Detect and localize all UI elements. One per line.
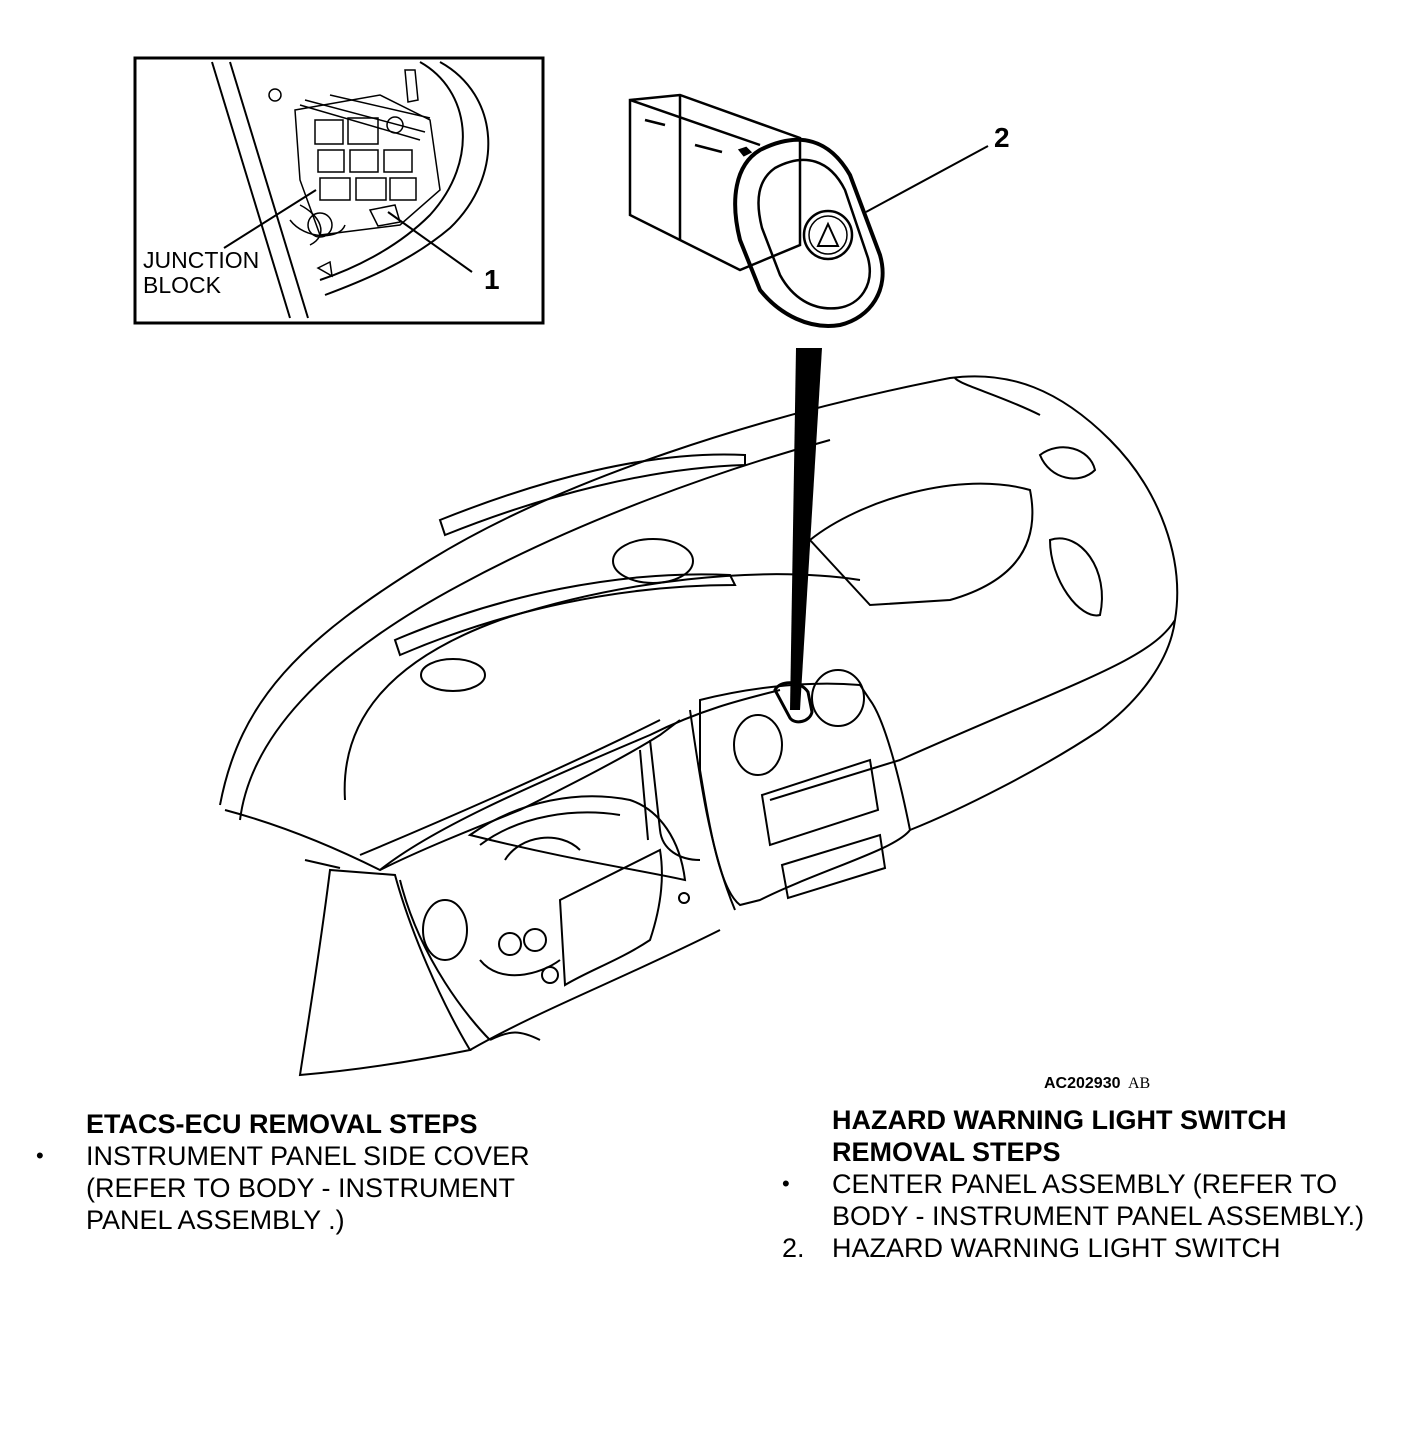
step-item: • INSTRUMENT PANEL SIDE COVER (REFER TO … <box>36 1140 606 1236</box>
hazard-switch-illustration <box>628 93 989 328</box>
step-item: • CENTER PANEL ASSEMBLY (REFER TO BODY -… <box>782 1168 1402 1232</box>
climate-panel <box>780 833 887 900</box>
step-number: 2. <box>782 1233 805 1263</box>
audio-panel <box>760 758 880 847</box>
left-vent <box>422 899 468 961</box>
junction-block <box>268 69 441 278</box>
step-line: BODY - INSTRUMENT PANEL ASSEMBLY.) <box>832 1201 1365 1231</box>
inset-frame <box>133 56 545 325</box>
hazard-switch-location <box>773 681 814 724</box>
dash-vent <box>1038 446 1097 480</box>
passenger-airbag-panel <box>808 482 1034 607</box>
location-pointer <box>790 348 822 710</box>
figure-code: AC202930 AB <box>1044 1075 1150 1092</box>
step-line: PANEL ASSEMBLY .) <box>86 1205 345 1235</box>
step-line: CENTER PANEL ASSEMBLY (REFER TO <box>832 1169 1338 1199</box>
inset-pillar-line <box>211 61 291 319</box>
step-line: INSTRUMENT PANEL SIDE COVER <box>86 1141 530 1171</box>
defroster-vent <box>393 573 737 657</box>
instrument-cluster <box>467 795 687 882</box>
center-stack <box>699 682 912 907</box>
junction-block-leader <box>223 189 317 249</box>
etacs-ecu-steps-title: ETACS-ECU REMOVAL STEPS <box>86 1109 478 1139</box>
cluster-hood <box>379 719 681 871</box>
step-bullet: • <box>36 1143 44 1168</box>
step-bullet: • <box>782 1171 790 1196</box>
defroster-vent <box>438 453 746 537</box>
junction-block-label-line2: BLOCK <box>143 272 222 298</box>
step-line: (REFER TO BODY - INSTRUMENT <box>86 1173 516 1203</box>
dash-top-edge <box>219 375 1179 806</box>
etacs-ecu-removal-steps: ETACS-ECU REMOVAL STEPS • INSTRUMENT PAN… <box>36 1108 606 1236</box>
callout-2-label: 2 <box>994 122 1010 153</box>
knee-panel <box>558 848 663 987</box>
center-vent-left <box>733 714 783 776</box>
callout-2-leader <box>865 145 989 213</box>
side-cover <box>298 868 472 1077</box>
hazard-button-circle <box>802 209 854 261</box>
figure-code-number: AC202930 <box>1044 1075 1121 1092</box>
hazard-steps-title-line1: HAZARD WARNING LIGHT SWITCH <box>832 1105 1287 1135</box>
inset-pillar-line <box>229 61 309 319</box>
dash-switch <box>498 932 522 956</box>
callout-1-label: 1 <box>484 264 500 295</box>
hazard-switch-bezel <box>733 137 885 328</box>
hazard-steps-title-line2: REMOVAL STEPS <box>832 1137 1061 1167</box>
center-vent-right <box>811 669 865 727</box>
figure-code-suffix: AB <box>1128 1075 1150 1092</box>
inset-dash-edge <box>324 61 490 296</box>
callout-1-leader <box>387 211 473 273</box>
hazard-switch-removal-steps: HAZARD WARNING LIGHT SWITCH REMOVAL STEP… <box>782 1104 1402 1264</box>
junction-block-label-line1: JUNCTION <box>143 247 259 273</box>
dash-switch <box>523 928 547 952</box>
dash-speaker <box>420 658 486 692</box>
inset-dash-edge <box>319 61 464 281</box>
hazard-triangle-icon <box>816 221 840 247</box>
junction-block-inset <box>133 56 545 325</box>
step-line: HAZARD WARNING LIGHT SWITCH <box>832 1233 1281 1263</box>
dash-lower-edge <box>224 689 781 872</box>
instrument-panel <box>219 375 1179 1077</box>
step-item: 2. HAZARD WARNING LIGHT SWITCH <box>782 1232 1402 1264</box>
